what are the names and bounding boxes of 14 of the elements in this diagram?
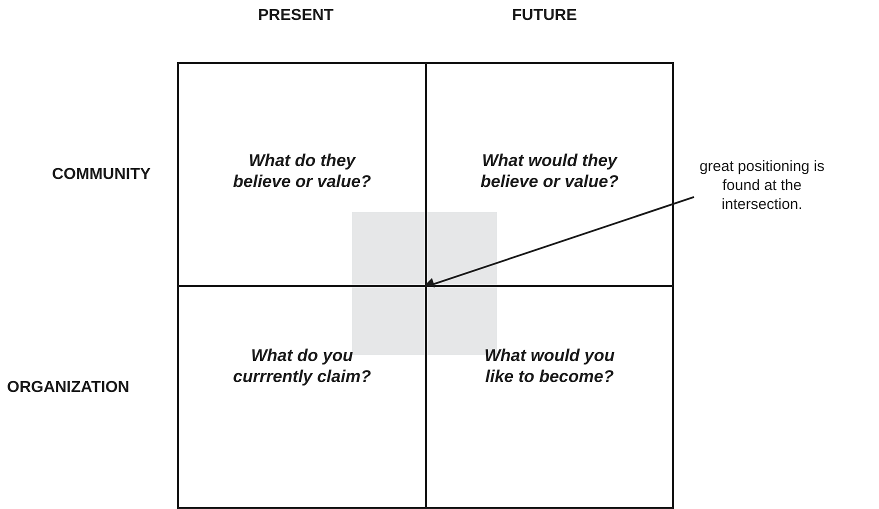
cell-question: What do they believe or value? (232, 150, 372, 193)
cell-question: What would they believe or value? (480, 150, 620, 193)
column-header: PRESENT (258, 7, 334, 25)
cell-question: What do you currrently claim? (232, 345, 372, 388)
cell-question: What would you like to become? (483, 345, 616, 388)
grid-cell (425, 285, 674, 509)
row-header: COMMUNITY (52, 166, 151, 184)
row-header: ORGANIZATION (7, 379, 130, 397)
grid-cell (177, 285, 427, 509)
annotation-text: great positioning is found at the intersection. (692, 157, 832, 214)
column-header: FUTURE (512, 7, 577, 25)
leader-arrow (424, 196, 694, 288)
grid-cell (177, 62, 427, 287)
grid-cell (425, 62, 674, 287)
